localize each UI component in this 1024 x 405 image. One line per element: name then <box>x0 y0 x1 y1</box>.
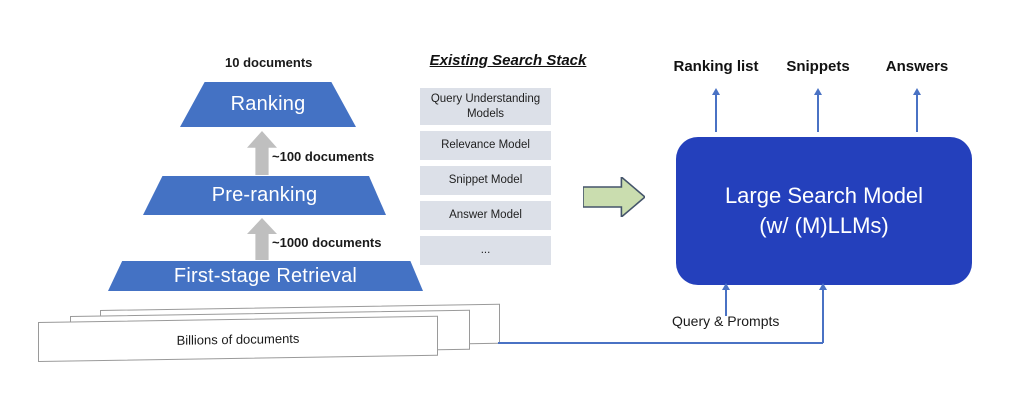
document-connector-vertical <box>822 290 824 343</box>
document-stack-front: Billions of documents <box>38 315 438 362</box>
existing-search-stack-title: Existing Search Stack <box>429 52 587 69</box>
output-arrow-answers-shaft <box>916 95 918 132</box>
flow-label-100-documents: ~100 documents <box>272 149 375 164</box>
search-stack-item-label: Snippet Model <box>448 174 523 187</box>
pyramid-stage-first-stage-retrieval-label: First-stage Retrieval <box>173 264 358 287</box>
pyramid-stage-first-stage-retrieval: First-stage Retrieval <box>108 261 423 291</box>
search-stack-item-relevance-model[interactable]: Relevance Model <box>420 131 551 160</box>
output-arrow-answers-head <box>913 88 921 95</box>
green-right-arrow-outline <box>583 177 645 217</box>
output-arrow-ranking-list-head <box>712 88 720 95</box>
search-stack-item-ellipsis[interactable]: ... <box>420 236 551 265</box>
document-stack-label: Billions of documents <box>176 330 300 348</box>
search-stack-item-snippet-model[interactable]: Snippet Model <box>420 166 551 195</box>
input-label-query-prompts: Query & Prompts <box>672 313 780 329</box>
large-search-model-line1: Large Search Model <box>724 183 924 209</box>
search-stack-item-query-understanding[interactable]: Query Understanding Models <box>420 88 551 125</box>
search-stack-item-label: Answer Model <box>449 209 522 222</box>
pyramid-stage-ranking: Ranking <box>180 82 356 127</box>
search-stack-item-label: Relevance Model <box>441 139 530 152</box>
output-label-snippets: Snippets <box>786 58 850 75</box>
output-label-ranking-list: Ranking list <box>673 58 759 75</box>
search-stack-item-label: Query Understanding Models <box>430 92 541 120</box>
large-search-model-line2: (w/ (M)LLMs) <box>759 213 889 238</box>
search-stack-item-label: ... <box>480 244 491 257</box>
search-stack-item-answer-model[interactable]: Answer Model <box>420 201 551 230</box>
pyramid-stage-pre-ranking-label: Pre-ranking <box>211 184 318 206</box>
output-arrow-ranking-list-shaft <box>715 95 717 132</box>
document-connector-head <box>819 283 827 290</box>
input-arrow-query-prompts-shaft <box>725 290 727 316</box>
output-arrow-snippets-head <box>814 88 822 95</box>
pyramid-stage-pre-ranking: Pre-ranking <box>143 176 386 215</box>
pyramid-stage-ranking-label: Ranking <box>230 93 306 115</box>
output-arrow-snippets-shaft <box>817 95 819 132</box>
flow-label-1000-documents: ~1000 documents <box>272 235 382 250</box>
large-search-model-box[interactable]: Large Search Model (w/ (M)LLMs) <box>676 137 972 285</box>
output-label-answers: Answers <box>885 58 949 75</box>
flow-label-10-documents: 10 documents <box>225 55 313 70</box>
document-connector-horizontal <box>498 342 823 344</box>
input-arrow-query-prompts-head <box>722 283 730 290</box>
